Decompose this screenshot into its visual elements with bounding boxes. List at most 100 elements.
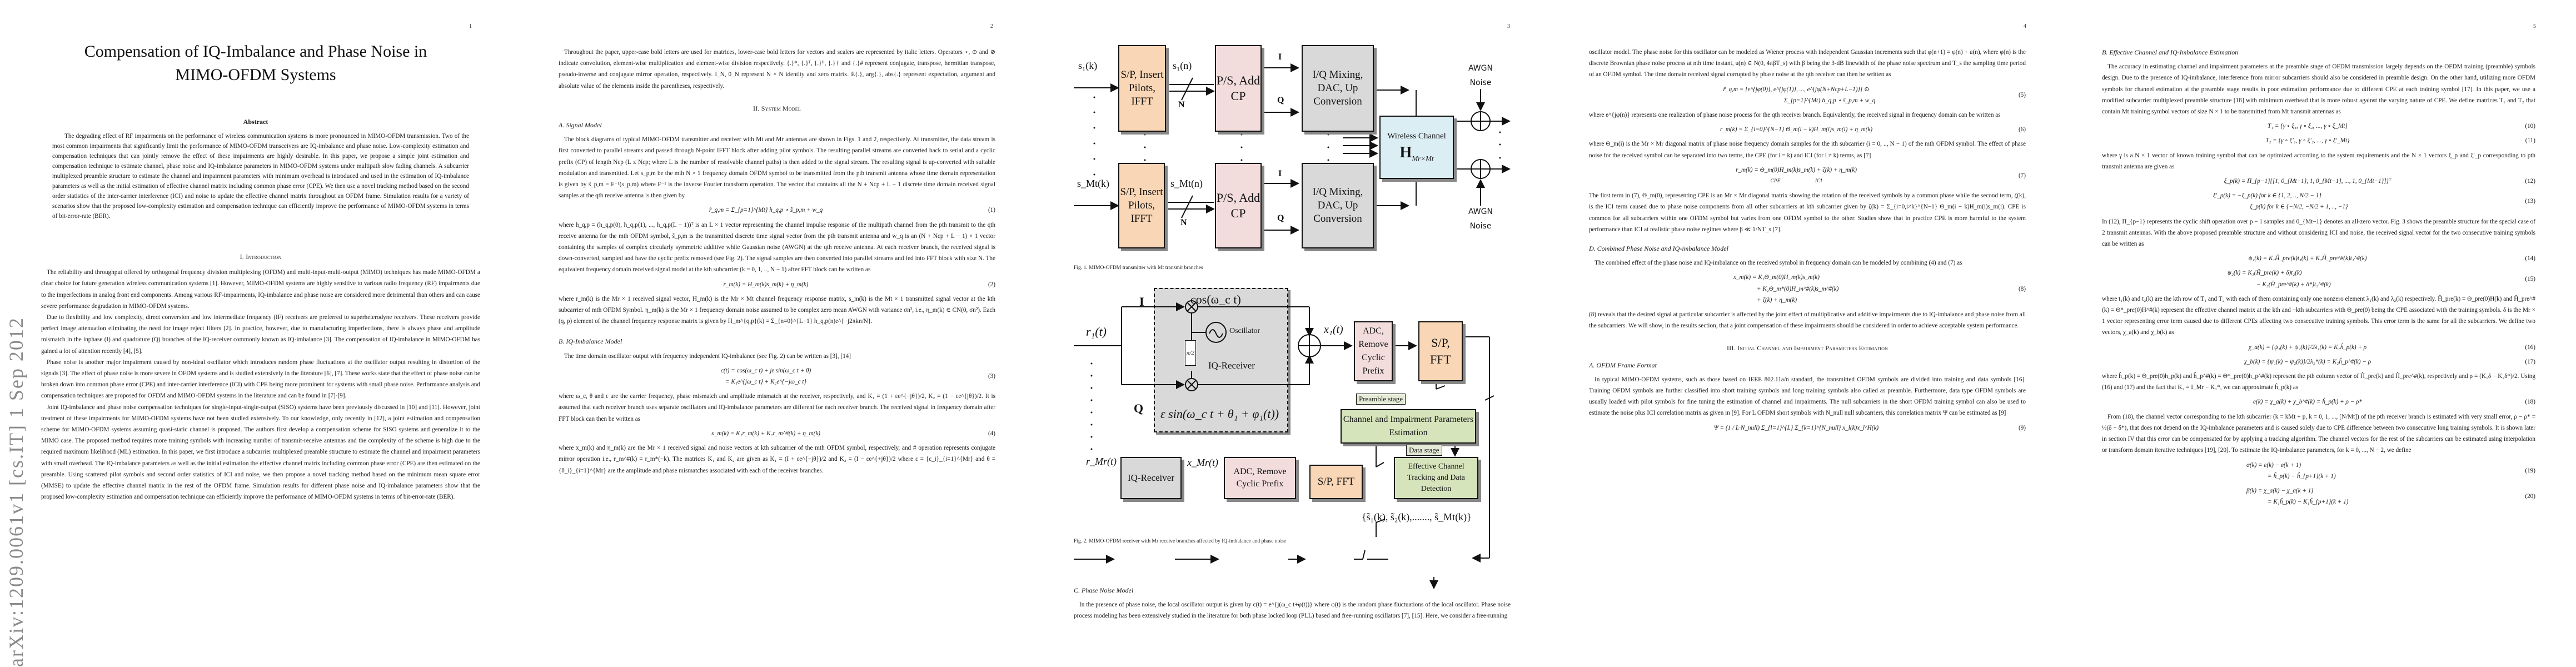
equation-2: r_m(k) = H_m(k)s_m(k) + η_m(k) (2): [559, 279, 996, 290]
paragraph: The combined effect of the phase noise a…: [1595, 260, 1962, 267]
equation-body: ξ′_p(k) = −ξ_p(k) for k ∈ {1, 2, .., N/2…: [2102, 190, 2513, 212]
paper-title: Compensation of IQ-Imbalance and Phase N…: [33, 40, 478, 87]
subsection-heading: A. OFDM Frame Format: [1589, 361, 1657, 369]
channel-matrix: HMr×Mt: [1399, 143, 1434, 165]
cpe-label: CPE: [1770, 178, 1781, 185]
equation-5: r̃_q,m = [e^{jφ(0)}, e^{jφ(1)}, ..., e^{…: [1589, 84, 2026, 106]
page-5-body: B. Effective Channel and IQ-Imbalance Es…: [2102, 47, 2535, 511]
section-heading: II. System Model: [753, 104, 801, 112]
paragraph: In the presence of phase noise, the loca…: [1074, 601, 1511, 620]
equation-line: − K₂(Ĥ_pre^#(k) + δ*)t₂^#(k): [2256, 281, 2331, 288]
q-label: Q: [1134, 401, 1144, 415]
section-heading: I. Introduction: [240, 253, 282, 261]
page-2-body: Throughout the paper, upper-case bold le…: [559, 47, 995, 476]
wireless-channel-block: Wireless Channel HMr×Mt: [1379, 116, 1454, 179]
figure-2-caption: Fig. 2. MIMO-OFDM receiver with Mr recei…: [1074, 538, 1287, 544]
bus-label-branch-m: s_Mt(n): [1170, 178, 1203, 189]
sp-insert-pilots-ifft-block-m: S/P, Insert Pilots, IFFT: [1118, 163, 1165, 248]
notation-paragraph: Throughout the paper, upper-case bold le…: [559, 49, 995, 89]
paragraph: The block diagrams of typical MIMO-OFDM …: [559, 136, 995, 200]
equation-body: ψ₁(k) = K₁Ĥ_pre(k)t₁(k) + K₂Ĥ_pre^#(k)t₁…: [2248, 255, 2367, 262]
channel-matrix-symbol: H: [1399, 143, 1412, 161]
introduction: I. Introduction The reliability and thro…: [41, 240, 480, 502]
paragraph: where e^{jφ(n)} represents one realizati…: [1589, 112, 2001, 119]
equation-body: r̃_q,m = [e^{jφ(0)}, e^{jφ(1)}, ..., e^{…: [1589, 84, 2004, 106]
equation-body: x_m(k) = K₁r_m(k) + K₂r_m^#(k) + η_m(k): [711, 430, 821, 437]
adc-remove-cp-block-m: ADC, Remove Cyclic Prefix: [1224, 457, 1296, 499]
channel-title: Wireless Channel: [1387, 131, 1446, 141]
equation-number: (7): [2018, 172, 2026, 179]
equation-line: α(k) = e(k) − e(k + 1): [2246, 461, 2301, 469]
equation-line: = ĥ_p(k) − ĥ_{p+1}(k + 1): [2268, 472, 2336, 480]
paragraph: From (18), the channel vector correspond…: [2102, 413, 2535, 454]
arxiv-stamp: arXiv:1209.0061v1 [cs.IT] 1 Sep 2012: [5, 317, 27, 667]
x1-label: x₁(t): [1324, 323, 1343, 336]
awgn-noise-label-bottom: AWGN Noise: [1468, 207, 1493, 231]
oscillator-label: Oscillator: [1229, 327, 1260, 335]
equation-body: r̃_q,m = Σ_{p=1}^{Mt} h_q,p ⋆ s̃_p,m + w…: [709, 207, 823, 214]
adc-remove-cp-block-1: ADC, Remove Cyclic Prefix: [1354, 321, 1393, 381]
equation-number: (9): [2018, 424, 2026, 431]
iq-receiver-box: [1154, 288, 1288, 432]
equation-body: χ_a(k) = {ψ₁(k) + ψ₂(k)}/2λ₁(k) = K₁ĥ_p(…: [2248, 344, 2367, 351]
page-5: 5 B. Effective Channel and IQ-Imbalance …: [2061, 0, 2576, 667]
equation-17: χ_b(k) = {ψ₁(k) − ψ₂(k)}/2λ₂*(k) = K₂ĥ_p…: [2102, 356, 2535, 367]
equation-number: (19): [2525, 467, 2535, 474]
equation-number: (2): [988, 281, 995, 288]
paragraph: where t₁(k) and t₂(k) are the kth row of…: [2102, 295, 2535, 336]
equation-number: (16): [2525, 344, 2535, 351]
equation-11: T₂ = {γ ∘ ξ′₁, γ ∘ ξ′₂, ..., γ ∘ ξ′_Mt} …: [2102, 135, 2535, 146]
equation-number: (15): [2525, 275, 2535, 282]
equation-number: (11): [2525, 137, 2535, 145]
detected-symbols-output: {s̃₁(k), s̃₂(k),......., s̃_Mt(k)}: [1362, 511, 1472, 522]
page-1: arXiv:1209.0061v1 [cs.IT] 1 Sep 2012 1 C…: [0, 0, 515, 667]
i-label: I: [1278, 169, 1282, 178]
equation-body: β(k) = χ_a(k) − χ_a(k + 1) = K₁ĥ_p(k) − …: [2102, 485, 2513, 507]
equation-14: ψ₁(k) = K₁Ĥ_pre(k)t₁(k) + K₂Ĥ_pre^#(k)t₁…: [2102, 253, 2535, 264]
equation-line: r_m(k) = Θ_m(0)H_m(k)s_m(k) + ζ(k) + η_m…: [1736, 166, 1857, 173]
equation-line: ξ′_p(k) = −ξ_p(k) for k ∈ {1, 2, .., N/2…: [2213, 192, 2321, 200]
q-label: Q: [1277, 96, 1284, 105]
equation-7: r_m(k) = Θ_m(0)H_m(k)s_m(k) + ζ(k) + η_m…: [1589, 165, 2026, 187]
paragraph: The accuracy in estimating channel and i…: [2102, 63, 2535, 116]
paragraph: Phase noise is another major impairment …: [41, 359, 480, 400]
equation-underbrace-labels: CPE ICI: [1589, 176, 2004, 187]
equation-line: + K₂Θ_m*(0)H_m^#(k)s_m^#(k): [1757, 285, 1839, 292]
equation-number: (12): [2525, 178, 2535, 185]
paragraph: where Θ_m(i) is the Mr × Mr diagonal mat…: [1589, 141, 2026, 159]
i-label: I: [1278, 52, 1282, 62]
paragraph: where γ is a N × 1 vector of known train…: [2102, 152, 2535, 170]
equation-body: r_m(k) = H_m(k)s_m(k) + η_m(k): [723, 281, 809, 288]
ps-add-cp-block-m: P/S, Add CP: [1215, 163, 1262, 248]
sp-fft-block-m: S/P, FFT: [1309, 465, 1363, 499]
subsection-heading: B. IQ-Imbalance Model: [559, 337, 622, 346]
equation-16: χ_a(k) = {ψ₁(k) + ψ₂(k)}/2λ₁(k) = K₁ĥ_p(…: [2102, 342, 2535, 353]
equation-number: (8): [2018, 285, 2026, 292]
equation-4: x_m(k) = K₁r_m(k) + K₂r_m^#(k) + η_m(k) …: [559, 428, 995, 439]
equation-line: + ζ(k) + η_m(k): [1757, 296, 1797, 303]
equation-number: (18): [2525, 399, 2535, 406]
equation-9: Ψ = (1 / L·N_null) Σ_{l=1}^{L} Σ_{k=1}^{…: [1589, 422, 2026, 434]
paragraph: Due to flexibility and low complexity, d…: [41, 314, 480, 355]
xm-label: x_Mr(t): [1187, 457, 1218, 468]
equation-line: c(t) = cos(ω_c t) + jε sin(ω_c t + θ): [720, 367, 811, 374]
paragraph: The time domain oscillator output with f…: [564, 352, 851, 360]
input-label-branch-1: s₁(k): [1078, 60, 1098, 71]
equation-body: r_m(k) = Θ_m(0)H_m(k)s_m(k) + ζ(k) + η_m…: [1589, 165, 2004, 187]
page-number: 5: [2533, 23, 2536, 29]
section-heading: III. Initial Channel and Impairment Para…: [1726, 344, 1889, 352]
equation-number: (17): [2525, 358, 2535, 365]
channel-impairment-estimation-block: Channel and Impairment Parameters Estima…: [1341, 409, 1476, 444]
subsection-heading: B. Effective Channel and IQ-Imbalance Es…: [2102, 48, 2239, 56]
equation-3: c(t) = cos(ω_c t) + jε sin(ω_c t + θ) = …: [559, 365, 995, 387]
channel-matrix-dims: Mr×Mt: [1412, 154, 1434, 163]
equation-number: (14): [2525, 255, 2535, 262]
i-label: I: [1139, 295, 1144, 308]
equation-1: r̃_q,m = Σ_{p=1}^{Mt} h_q,p ⋆ s̃_p,m + w…: [559, 205, 995, 216]
abstract-text: The degrading effect of RF impairments o…: [52, 133, 469, 220]
equation-line: ψ₂(k) = K₁(Ĥ_pre(k) + δ)t₂(k): [2228, 270, 2302, 277]
equation-13: ξ′_p(k) = −ξ_p(k) for k ∈ {1, 2, .., N/2…: [2102, 190, 2535, 212]
equation-number: (10): [2525, 123, 2535, 130]
paragraph: where h_q,p = (h_q,p(0), h_q,p(1), ..., …: [559, 221, 995, 273]
paragraph: (8) reveals that the desired signal at p…: [1589, 311, 2026, 330]
